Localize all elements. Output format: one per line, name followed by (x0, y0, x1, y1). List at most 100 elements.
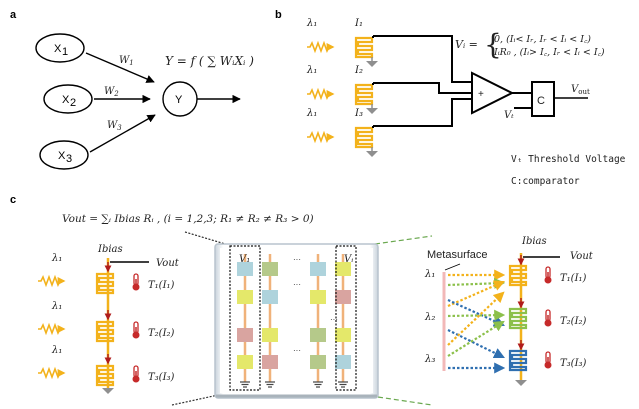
right-vout-label: Vout (570, 251, 594, 262)
input-node-x3: X 3 (39, 140, 89, 170)
array-pixel-c2-r4 (262, 355, 278, 369)
right-detector-2-icon (508, 307, 528, 330)
array-ellipsis-2: ··· (293, 280, 301, 289)
source-1-current-label: I₁ (354, 18, 363, 29)
photodetector-2-icon (354, 83, 374, 106)
source-2-wavelength-label: λ₁ (306, 65, 317, 76)
metasurface-beam-4 (447, 298, 506, 327)
right-detector-1-icon (508, 264, 528, 287)
array-ellipsis-1: ··· (293, 255, 301, 264)
metasurface-beam-8 (447, 320, 505, 357)
weight-edge-3 (89, 114, 156, 153)
right-thermometer-2-icon (544, 309, 552, 327)
left-lambda-3-label: λ₁ (51, 345, 62, 356)
metasurface-beam-6 (447, 329, 505, 359)
array-pixel-c4-r1 (335, 262, 351, 276)
source-1-wavelength-label: λ₁ (306, 18, 317, 29)
right-temp-1-label: T₁(I₁) (560, 273, 587, 284)
input-node-x2: X 2 (43, 84, 93, 114)
ground-3-icon (366, 151, 378, 157)
panel-a-label: a (10, 9, 17, 21)
zoom-line-top-right (374, 235, 433, 245)
legend-threshold-voltage: Vₜ Threshold Voltage (511, 154, 626, 165)
input-node-x1: X 1 (35, 33, 85, 63)
light-wave-2-icon (307, 87, 335, 101)
vout-label: Vout (571, 84, 590, 96)
perceptron-equation: Y = f ( ∑ WᵢXᵢ ) (165, 54, 254, 68)
left-light-wave-3-icon (38, 366, 66, 380)
output-node-y-label: Y (175, 94, 183, 106)
metasurface-beam-5 (447, 309, 506, 321)
array-ellipsis-4: ··· (330, 315, 338, 324)
source-3-current-label: I₃ (354, 108, 363, 119)
photodetector-1-icon (354, 36, 374, 59)
right-temp-2-label: T₂(I₂) (560, 316, 587, 327)
metasurface-pointer (444, 263, 461, 271)
array-pixel-c1-r1 (237, 262, 253, 276)
array-pixel-c2-r3 (262, 328, 278, 342)
left-temp-2-label: T₂(I₂) (148, 328, 175, 339)
threshold-label: Vₜ (504, 110, 514, 121)
array-pixel-c3-r1 (310, 262, 326, 276)
weight-w3: W3 (107, 120, 122, 132)
input-node-x1-sub: 1 (62, 46, 68, 58)
adder-symbol: + (478, 89, 484, 100)
left-light-wave-2-icon (38, 322, 66, 336)
vi-case-1: 0, (Iᵢ< Iᵣ, Iᵣ < Iᵢ < I꜀) (494, 34, 591, 45)
left-detector-3-icon (95, 364, 115, 387)
panel-b-label: b (275, 9, 282, 21)
right-lambda-2-label: λ₂ (424, 312, 435, 323)
left-light-wave-1-icon (38, 274, 66, 288)
array-column-1 (237, 254, 253, 388)
vout-sum-equation: Vout = ∑ᵢ Ibias Rᵢ , (i = 1,2,3; R₁ ≠ R₂… (62, 213, 314, 225)
panel-a: a X 1 X 2 X 3 W1 W2 W3 Y Y = f ( ∑ WᵢXᵢ … (10, 9, 254, 170)
ground-1-icon (366, 61, 378, 67)
array-pixel-c2-r2 (262, 290, 278, 304)
input-node-x2-label: X (62, 94, 70, 106)
metasurface-beam-3 (447, 280, 506, 308)
summing-amplifier: + (471, 71, 515, 115)
weight-w2: W2 (104, 86, 119, 98)
right-ibias-label: Ibias (521, 236, 547, 247)
left-thermometer-1-icon (132, 273, 140, 291)
right-thermometer-3-icon (544, 351, 552, 369)
array-pixel-c4-r3 (335, 328, 351, 342)
legend-comparator: C:comparator (511, 176, 580, 187)
left-ibias-label: Ibias (97, 244, 123, 255)
array-column-4 (335, 254, 351, 388)
panel-c: c Vout = ∑ᵢ Ibias Rᵢ , (i = 1,2,3; R₁ ≠ … (10, 194, 594, 406)
left-temp-1-label: T₁(I₁) (148, 280, 175, 291)
metasurface-label: Metasurface (427, 249, 488, 261)
comparator-box: C (531, 81, 555, 117)
photodetector-3-icon (354, 126, 374, 149)
left-thermometer-2-icon (132, 321, 140, 339)
array-pixel-c3-r4 (310, 355, 326, 369)
left-detector-1-icon (95, 272, 115, 295)
array-pixel-c2-r1 (262, 262, 278, 276)
column-vi-label: Vᵢ (344, 254, 353, 265)
zoom-line-top-left (184, 231, 233, 247)
array-pixel-c3-r3 (310, 328, 326, 342)
column-vi-highlight (335, 245, 357, 391)
column-v1-highlight (229, 245, 261, 391)
left-ground-icon (102, 388, 114, 394)
wire-i2 (373, 82, 472, 94)
panel-c-label: c (10, 194, 16, 206)
array-ellipsis-3: ··· (293, 346, 301, 355)
array-pixel-c4-r4 (335, 355, 351, 369)
metasurface-beam-7 (447, 291, 505, 346)
array-pixel-c1-r3 (237, 328, 253, 342)
left-vout-label: Vout (156, 258, 180, 269)
weight-w1: W1 (119, 55, 134, 67)
zoom-line-bottom-right (377, 396, 433, 406)
wire-i1 (373, 35, 472, 83)
left-lambda-1-label: λ₁ (51, 253, 62, 264)
right-detector-3-icon (508, 349, 528, 372)
array-pixel-c1-r4 (237, 355, 253, 369)
wire-i3 (373, 98, 472, 127)
array-pixel-c1-r2 (237, 290, 253, 304)
array-pixel-c4-r2 (335, 290, 351, 304)
vi-lhs: Vᵢ = (455, 38, 478, 51)
array-pixel-c3-r2 (310, 290, 326, 304)
input-node-x3-label: X (58, 150, 66, 162)
